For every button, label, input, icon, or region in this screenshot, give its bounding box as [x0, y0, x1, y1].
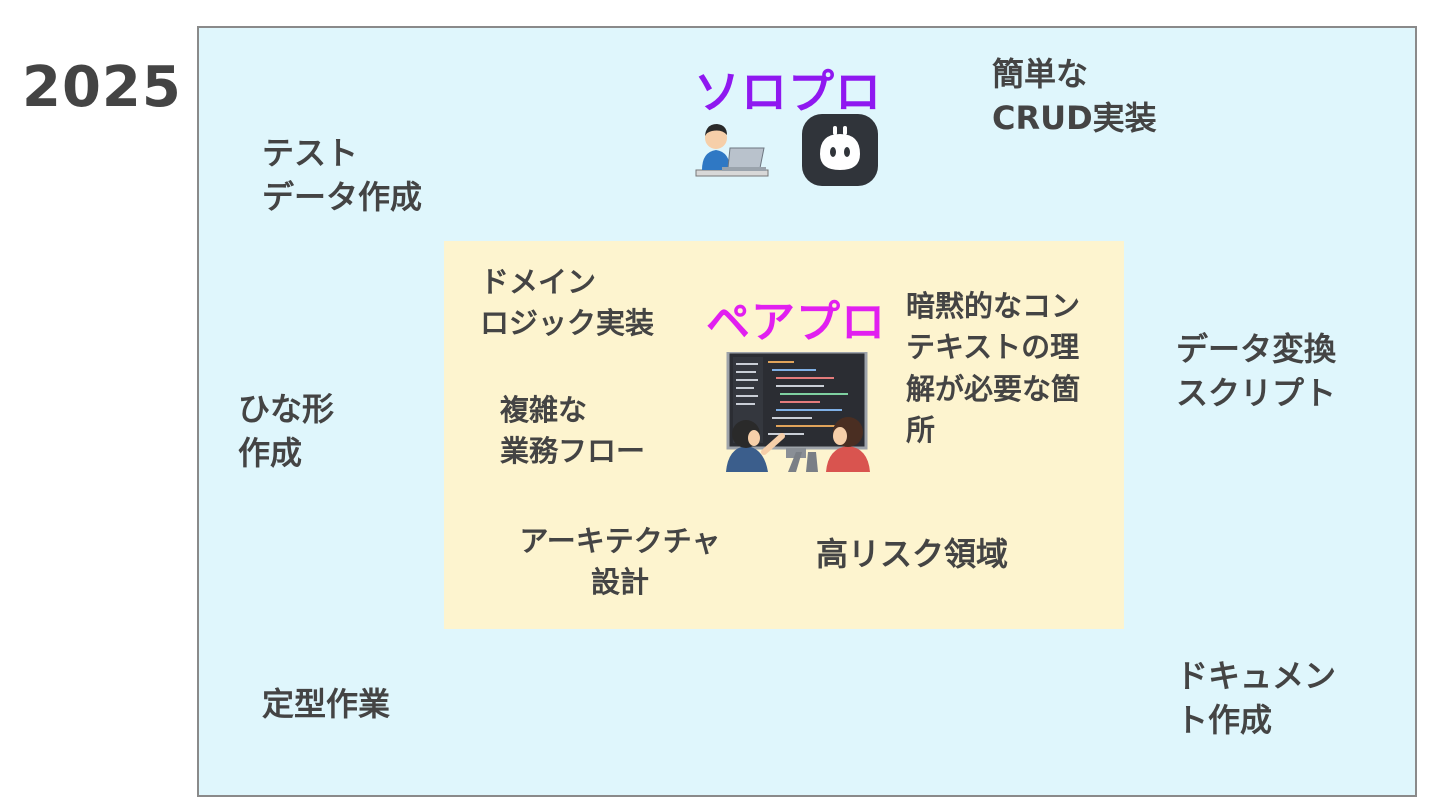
task-architecture: アーキテクチャ 設計 — [519, 524, 721, 600]
task-high-risk: 高リスク領域 — [816, 535, 1009, 573]
ai-bot-icon — [802, 114, 878, 186]
task-routine-work: 定型作業 — [262, 685, 391, 723]
task-simple-crud: 簡単な CRUD実装 — [992, 55, 1157, 138]
pair-programming-icon — [726, 352, 870, 472]
task-data-transform: データ変換 スクリプト — [1176, 330, 1337, 413]
pair-title: ペアプロ — [706, 297, 886, 348]
person-at-laptop-icon — [695, 124, 769, 177]
task-implicit-context: 暗黙的なコン テキストの理 解が必要な箇 所 — [906, 289, 1081, 448]
task-complex-flow: 複雑な 業務フロー — [500, 393, 646, 469]
solo-title: ソロプロ — [694, 65, 882, 119]
task-scaffold: ひな形 作成 — [238, 390, 335, 473]
year-label: 2025 — [22, 55, 182, 120]
task-domain-logic: ドメイン ロジック実装 — [480, 265, 655, 341]
task-test-data: テスト データ作成 — [262, 134, 423, 217]
task-documentation: ドキュメン ト作成 — [1176, 657, 1337, 740]
